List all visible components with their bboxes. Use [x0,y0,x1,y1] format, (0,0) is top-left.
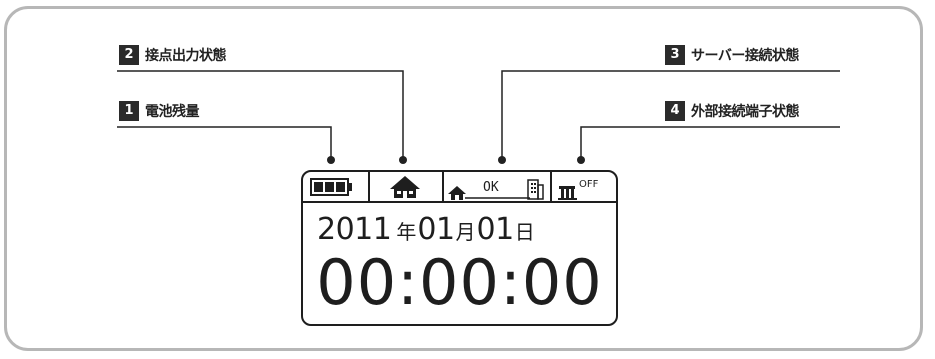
terminal-status-graphic: OFF [558,179,599,200]
callout-contact-output: 2 接点出力状態 [119,45,227,65]
terminal-icon [558,186,577,200]
server-status-text: OK [483,180,499,195]
time-display: 00:00:00 [316,246,603,319]
server-connection-cell: OK [444,172,552,201]
server-status-graphic: OK [448,179,544,200]
callout-number: 1 [119,101,139,121]
date-day: 01 [476,212,515,247]
lcd-display: OK [301,170,618,326]
house-icon [390,176,420,198]
date-display: 2011 年 01 月 01 日 [317,212,536,247]
building-icon [527,179,544,200]
callout-label: 電池残量 [145,104,200,120]
date-year-unit: 年 [396,220,417,244]
battery-icon [310,178,352,196]
date-day-unit: 日 [514,220,535,244]
status-bar: OK [303,172,616,203]
callout-battery-level: 1 電池残量 [119,101,200,121]
callout-number: 4 [665,101,685,121]
callout-label: サーバー接続状態 [691,48,799,64]
date-month: 01 [417,212,455,247]
contact-output-cell [370,172,444,201]
callout-server-connection: 3 サーバー接続状態 [665,45,799,65]
callout-external-terminal: 4 外部接続端子状態 [665,101,800,121]
battery-cell [303,172,370,201]
callout-label: 外部接続端子状態 [691,104,800,120]
home-icon [448,186,466,200]
callout-label: 接点出力状態 [145,48,227,64]
callout-number: 2 [119,45,139,65]
external-terminal-cell: OFF [552,172,616,201]
terminal-status-text: OFF [579,179,599,190]
callout-number: 3 [665,45,685,65]
date-month-unit: 月 [455,220,476,244]
date-year: 2011 [317,212,392,247]
